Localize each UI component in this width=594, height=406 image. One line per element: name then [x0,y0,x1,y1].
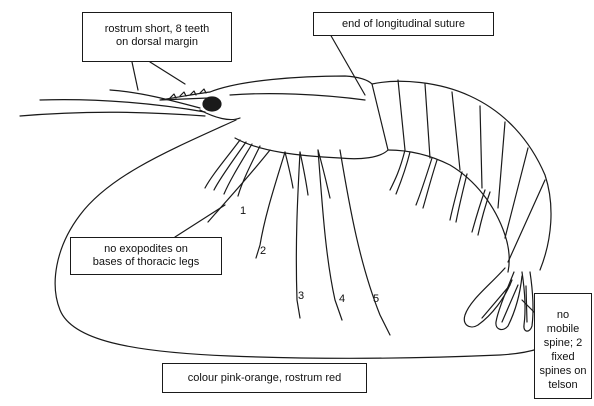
maxillipeds [205,140,260,196]
pleopods [390,150,490,235]
eye-stalk [200,110,240,120]
telson-label-line-1: no [535,308,591,322]
colour-callout: colour pink-orange, rostrum red [162,363,367,393]
telson-label-line-3: spine; 2 [535,336,591,350]
exopodites-callout: no exopodites on bases of thoracic legs [70,237,222,275]
leg-number-4: 4 [339,293,345,305]
suture-callout: end of longitudinal suture [313,12,494,36]
telson-label-line-4: fixed [535,350,591,364]
leader-exopodites [175,205,225,237]
rostrum-callout: rostrum short, 8 teeth on dorsal margin [82,12,232,62]
leg-number-5: 5 [373,293,379,305]
leader-rostrum [132,62,185,90]
exopodites-label-line-1: no exopodites on [71,243,221,256]
telson-label-line-6: telson [535,378,591,392]
exopodites-label-line-2: bases of thoracic legs [71,256,221,269]
leg-1 [208,150,270,222]
antennules [20,90,205,116]
telson-label-line-2: mobile [535,322,591,336]
leader-suture [330,34,365,95]
suture-label: end of longitudinal suture [314,18,493,31]
rostrum-label-line-2: on dorsal margin [83,36,231,49]
uropod-inner [496,272,522,329]
telson-callout: no mobile spine; 2 fixed spines on telso… [534,293,592,399]
leg-number-3: 3 [298,290,304,302]
uropod-outer [464,268,512,327]
leg-5 [340,150,390,335]
telson-label-line-5: spines on [535,364,591,378]
leg-2 [256,152,285,258]
segment-lines [398,80,545,262]
abdomen-lower-outline [388,150,509,272]
rostrum-label-line-1: rostrum short, 8 teeth [83,23,231,36]
eye [203,97,221,111]
longitudinal-suture [230,94,365,100]
colour-label: colour pink-orange, rostrum red [163,372,366,385]
leg-number-2: 2 [260,245,266,257]
leg-number-1: 1 [240,205,246,217]
